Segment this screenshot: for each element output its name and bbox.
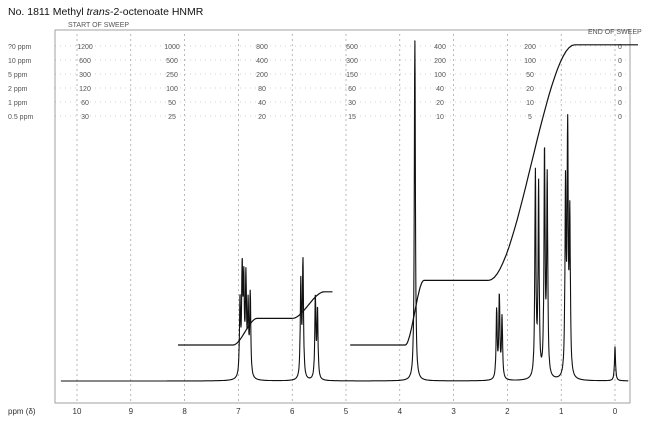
scale-value: 1200 — [77, 44, 93, 51]
peak-mark — [314, 298, 316, 300]
scale-value: 30 — [81, 114, 89, 121]
peak-mark — [614, 346, 616, 348]
x-tick-label: 8 — [182, 407, 187, 416]
scale-value: 10 — [436, 114, 444, 121]
scale-value: 150 — [346, 72, 358, 79]
integral-trace — [292, 291, 333, 319]
x-tick-label: 4 — [398, 407, 403, 416]
scale-value: 40 — [436, 86, 444, 93]
peak-mark — [249, 298, 251, 300]
scale-value: 20 — [526, 86, 534, 93]
end-of-sweep-label: END OF SWEEP — [588, 29, 642, 36]
scale-value: 200 — [434, 58, 446, 65]
peak-mark — [498, 298, 500, 300]
integral-trace — [178, 317, 293, 346]
peak-mark — [414, 40, 416, 42]
x-tick-label: 10 — [73, 407, 82, 416]
x-tick-label: 5 — [344, 407, 349, 416]
peak-mark — [569, 224, 571, 226]
plot-area — [60, 40, 638, 382]
scale-value: 40 — [258, 100, 266, 107]
peak-mark — [243, 292, 245, 294]
scale-value: 0 — [618, 114, 622, 121]
scale-value: 500 — [166, 58, 178, 65]
scale-row-label: ?0 ppm — [8, 44, 32, 51]
scale-value: 300 — [346, 58, 358, 65]
x-tick-label: 6 — [290, 407, 295, 416]
scale-value: 600 — [79, 58, 91, 65]
scale-value: 100 — [434, 72, 446, 79]
peak-mark — [247, 312, 249, 314]
scale-value: 100 — [166, 86, 178, 93]
title-suffix: -2-octenoate HNMR — [109, 6, 204, 18]
scale-value: 300 — [79, 72, 91, 79]
x-axis-label: ppm (δ) — [8, 407, 36, 416]
x-tick-label: 0 — [613, 407, 618, 416]
scale-row-label: 0.5 ppm — [8, 114, 33, 121]
scale-value: 60 — [348, 86, 356, 93]
scale-value: 400 — [256, 58, 268, 65]
scale-value: 80 — [258, 86, 266, 93]
scale-row-label: 1 ppm — [8, 100, 28, 107]
peak-mark — [538, 190, 540, 192]
peak-mark — [496, 312, 498, 314]
scale-value: 100 — [524, 58, 536, 65]
integral-trace — [488, 44, 638, 281]
scale-row-label: 10 ppm — [8, 58, 32, 65]
scale-value: 250 — [166, 72, 178, 79]
scale-value: 15 — [348, 114, 356, 121]
peak-mark — [543, 156, 546, 158]
scale-value: 20 — [258, 114, 266, 121]
peak-mark — [300, 285, 302, 287]
scale-value: 50 — [168, 100, 176, 107]
scale-value: 200 — [256, 72, 268, 79]
scale-value: 400 — [434, 44, 446, 51]
scale-value: 800 — [256, 44, 268, 51]
peak-mark — [564, 193, 567, 195]
scale-value: 200 — [524, 44, 536, 51]
integral-trace — [350, 279, 489, 346]
chart-grid — [54, 29, 631, 404]
scale-value: 0 — [618, 86, 622, 93]
peak-mark — [501, 319, 503, 321]
peak-mark — [239, 305, 241, 307]
scale-value: 120 — [79, 86, 91, 93]
start-of-sweep-label: START OF SWEEP — [68, 22, 129, 29]
scale-row-label: 5 ppm — [8, 72, 28, 79]
title-prefix: No. 1811 Methyl — [8, 6, 84, 18]
spectrum-trace — [60, 40, 629, 382]
scale-value: 0 — [618, 72, 622, 79]
scale-value: 5 — [528, 114, 532, 121]
scale-value: 0 — [618, 58, 622, 65]
scale-value: 10 — [526, 100, 534, 107]
scale-value: 30 — [348, 100, 356, 107]
scale-row-label: 2 ppm — [8, 86, 28, 93]
scale-value: 20 — [436, 100, 444, 107]
peak-mark — [534, 176, 536, 178]
x-tick-label: 9 — [129, 407, 134, 416]
scale-value: 0 — [618, 44, 622, 51]
x-tick-label: 7 — [236, 407, 241, 416]
peak-mark — [245, 285, 247, 287]
title-italic: trans — [86, 6, 110, 18]
scale-value: 50 — [526, 72, 534, 79]
scale-value: 60 — [81, 100, 89, 107]
x-tick-label: 1 — [559, 407, 564, 416]
x-tick-label: 3 — [451, 407, 456, 416]
peak-mark — [302, 264, 304, 266]
scale-value: 25 — [168, 114, 176, 121]
x-tick-label: 2 — [505, 407, 510, 416]
peak-mark — [567, 142, 569, 144]
peak-mark — [241, 278, 243, 280]
peak-mark — [316, 312, 319, 314]
scale-value: 0 — [618, 100, 622, 107]
spectrum-title: No. 1811 Methyl trans-2-octenoate HNMR — [8, 6, 203, 18]
peak-mark — [546, 183, 548, 185]
grid-frame — [54, 29, 631, 404]
scale-value: 1000 — [164, 44, 180, 51]
scale-value: 600 — [346, 44, 358, 51]
